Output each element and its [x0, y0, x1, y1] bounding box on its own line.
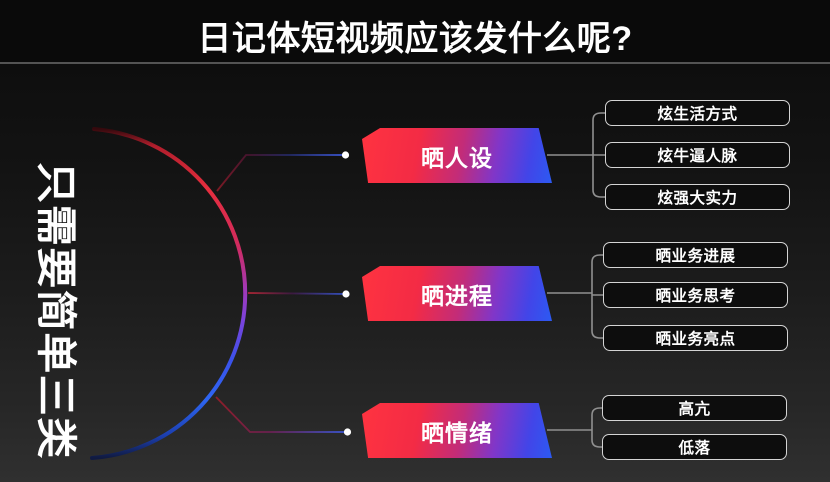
category-banner-3[interactable]: 晒情绪: [362, 403, 552, 458]
leaf-box[interactable]: 低落: [602, 434, 787, 460]
left-arc: [90, 127, 248, 460]
title-bar: [0, 0, 830, 62]
leaf-label: 晒业务思考: [655, 288, 736, 305]
category-label-2: 晒进程: [421, 282, 493, 309]
leaf-label: 晒业务进展: [655, 248, 736, 265]
branch-dot-2: [342, 290, 350, 298]
leaf-box[interactable]: 晒业务思考: [603, 282, 788, 308]
leaf-label: 低落: [678, 440, 711, 457]
leaf-box[interactable]: 炫生活方式: [605, 100, 790, 126]
leaf-box[interactable]: 晒业务亮点: [603, 325, 788, 351]
leaf-label: 高亢: [678, 401, 711, 418]
category-label-3: 晒情绪: [421, 419, 493, 446]
leaf-label: 晒业务亮点: [655, 331, 736, 348]
leaf-box[interactable]: 高亢: [602, 395, 787, 421]
branch-line-1: [216, 154, 345, 192]
bracket-lines: [547, 112, 605, 448]
branch-dot-3: [343, 428, 352, 436]
title-divider: [0, 62, 830, 64]
leaf-label: 炫牛逼人脉: [657, 148, 738, 165]
branch-line-3: [215, 396, 347, 433]
branch-line-2: [247, 292, 347, 295]
branch-dot-1: [341, 151, 350, 159]
category-label-1: 晒人设: [421, 144, 493, 171]
leaf-label: 炫强大实力: [657, 190, 738, 207]
category-banner-1[interactable]: 晒人设: [362, 128, 552, 183]
category-banner-2[interactable]: 晒进程: [362, 266, 552, 321]
leaf-box[interactable]: 炫牛逼人脉: [605, 142, 790, 168]
leaf-label: 炫生活方式: [657, 106, 738, 123]
page-title: 日记体短视频应该发什么呢?: [197, 20, 633, 58]
leaf-box[interactable]: 炫强大实力: [605, 184, 790, 210]
leaf-box[interactable]: 晒业务进展: [603, 242, 788, 268]
